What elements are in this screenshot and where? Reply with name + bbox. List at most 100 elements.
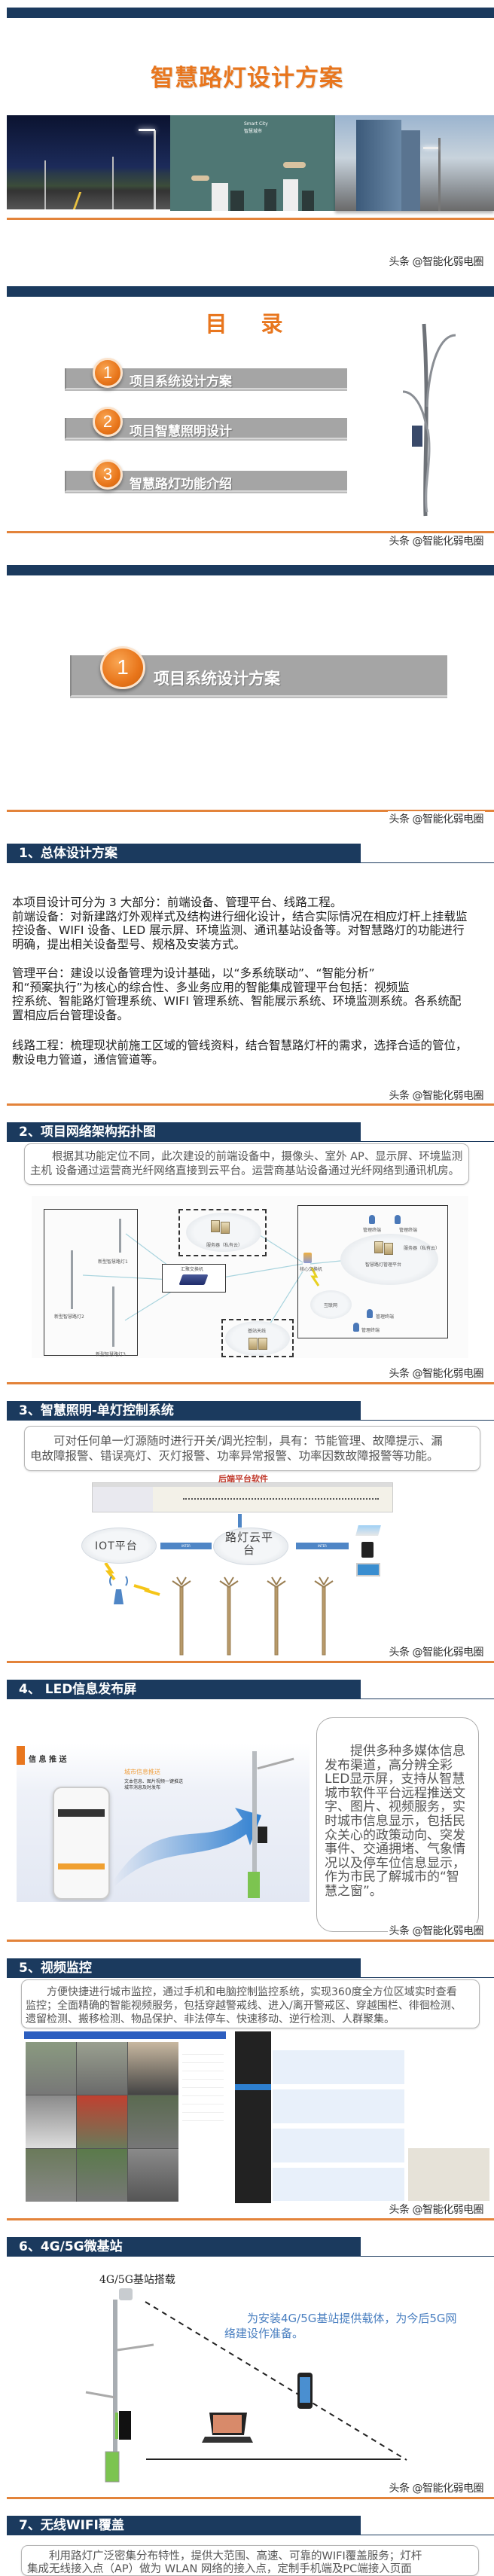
top-band [7,286,494,297]
orange-divider [7,2218,494,2220]
text-line: 发布渠道，高分辨全彩 [325,1757,453,1773]
management-center-box [297,1205,448,1338]
section-header: 5、视频监控 [7,1958,361,1978]
toc-item-3-label[interactable]: 智慧路灯功能介绍 [130,477,232,492]
backend-software-screenshot [92,1482,393,1512]
text-line: 作为市民了解城市的“智 [325,1869,459,1885]
text-line: 遗留检测、搬移检测、物品保护、非法停车、快速移动、逆行检测、人群聚集。 [26,2013,395,2025]
description-text: 可对任何单一灯源随时进行开关/调光控制，具有：节能管理、故障提示、漏 电故障报警… [30,1433,476,1463]
night-street-photo [7,115,170,209]
wireless-tower-icon [104,1563,160,1604]
text-line: 众关心的政策动向、突发 [325,1827,465,1843]
inter-arrow: INTER [296,1543,349,1549]
text-line: 主机 设备通过运营商光纤网络直接到云平台。运营商基站设备通过光纤网络到通讯机房。 [30,1165,460,1177]
push-desc-2: 城市消息及时发布 [124,1785,161,1790]
header-rule [361,862,494,863]
text-line: 事件、交通拥堵、气象情 [325,1842,465,1857]
header-rule [361,2256,494,2257]
street-lamps-illustration [172,1576,334,1656]
text-line: 络建设作准备。 [224,2327,304,2340]
user-icon [367,1309,373,1318]
watermark: 头条 @智能化弱电圈 [387,1923,485,1938]
description-box [24,1426,480,1471]
text-line: 集成无线接入点（AP）做为 WLAN 网络的接入点，定制手机端及PC端接入页面 [27,2563,412,2575]
toc-item-2-label[interactable]: 项目智慧照明设计 [130,424,232,439]
text-line: 线路工程：梳理现状前施工区域的管线资料，结合智慧路灯杆的需求，选择合适的管位， [12,1039,468,1052]
core-switch-label: 核心交换机 [300,1267,323,1272]
text-line: 敷设电力管道，通信管道等。 [12,1052,164,1067]
station-description: 为安装4G/5G基站提供载体，为今后5G网 络建设作准备。 [224,2311,473,2341]
toc-number-1: 1 [93,358,123,388]
top-band [7,565,494,575]
header-rule [361,1420,494,1421]
user-icon [395,1215,401,1224]
text-line: 监控；全面精确的智能视频服务，包括穿越警戒线、进入/离开警戒区、穿越围栏、徘徊检… [26,2000,462,2012]
watermark: 头条 @智能化弱电圈 [387,2480,485,2495]
switch-icon [178,1274,209,1285]
push-arrow [114,1808,261,1887]
section-header: 3、智慧照明-单灯控制系统 [7,1401,361,1421]
private-cloud-box [178,1209,267,1256]
lamp-cloud-label: 路灯云平台 [224,1531,273,1557]
terminal-label: 管理终端 [376,1314,395,1320]
text-line: 可对任何单一灯源随时进行开关/调光控制，具有：节能管理、故障提示、漏 [30,1434,443,1448]
iot-cloud [81,1528,157,1564]
smart-pole-illustration [402,323,456,517]
overview-paragraph-3: 线路工程：梳理现状前施工区域的管线资料，结合智慧路灯杆的需求，选择合适的管位， … [12,1039,486,1067]
header-rule [361,1977,494,1978]
agg-switch-label: 汇聚交换机 [181,1267,204,1272]
vertical-arrow-icon [238,1514,242,1528]
text-line: 提供多种多媒体信息 [325,1744,465,1759]
laptop-icon [355,1525,381,1536]
smart-city-cn-label: 智慧城市 [244,129,263,134]
lamp2-label: 新型智慧路灯2 [54,1314,84,1320]
description-text: 方便快捷进行城市监控，通过手机和电脑控制监控系统，实现360度全方位区域实时查看… [26,1985,476,2026]
lamp-group-box [44,1209,138,1356]
text-line: 为安装4G/5G基站提供载体，为今后5G网 [224,2312,457,2325]
orange-divider [7,218,494,220]
user-icon [353,1323,359,1332]
platform-label: 智慧路灯管理平台 [365,1262,402,1268]
station-label: 4G/5G基站搭载 [99,2274,175,2286]
section-divider-label: 项目系统设计方案 [154,670,280,688]
phone-mockup [53,1787,110,1900]
led-screen [258,1827,267,1843]
description-box [21,1979,480,2028]
tablet-icon [361,1542,374,1558]
server-label: 服务器（私有云） [404,1246,441,1251]
top-band [7,8,494,18]
face-recognition-screenshot [235,2031,489,2203]
description-text: 利用路灯广泛密集分布特性，提供大范围、高速、可靠的WIFI覆盖服务；灯杆 集成无… [27,2550,474,2576]
lamp3-label: 新型智慧路灯3 [96,1352,126,1357]
orange-divider [7,1382,494,1384]
overview-paragraph-2: 管理平台：建设以设备管理为设计基础，以“多系统联动”、“智能分析” 和“预案执行… [12,966,486,1022]
text-line: 慧之窗”。 [325,1883,383,1899]
orange-divider [7,1103,494,1106]
lamp-cloud [213,1528,288,1565]
watermark: 头条 @智能化弱电圈 [387,533,485,548]
video-wall-screenshot [24,2031,226,2203]
text-line: 字、图片、视频服务，实 [325,1799,465,1815]
watermark: 头条 @智能化弱电圈 [387,811,485,826]
user-icon [369,1215,375,1224]
description-box [21,2545,479,2576]
info-push-title: 信 息 推 送 [29,1756,67,1764]
section-number: 1 [100,646,145,689]
section-header: 7、无线WIFI覆盖 [7,2516,361,2535]
text-line: 本项目设计可分为 3 大部分：前端设备、管理平台、线路工程。 [12,896,343,909]
orange-divider [7,1940,494,1942]
base-station-label: 基站天线 [248,1329,267,1334]
city-push-label: 城市信息推送 [124,1769,160,1775]
toc-number-3: 3 [93,459,123,490]
text-line: 和“预案执行”为核心的综合性、多业务应用的智能集成管理平台包括：视频监 [12,980,410,994]
watermark: 头条 @智能化弱电圈 [387,1644,485,1659]
terminal-label: 管理终端 [399,1228,418,1233]
text-line: 控设备、WIFI 设备、LED 展示屏、环境监测、通讯基站设备等。对智慧路灯的功… [12,923,465,937]
info-push-illustration: 信 息 推 送 城市信息推送 文本信息、图片视频一键推送 城市消息及时发布 [17,1744,310,1902]
toc-item-1-label[interactable]: 项目系统设计方案 [130,374,232,389]
text-line: 电故障报警、错误亮灯、灭灯报警、功率异常报警、功率因数故障报警等功能。 [30,1449,439,1463]
section-header: 4、 LED信息发布屏 [7,1680,361,1699]
orange-divider [7,531,494,533]
section-header: 1、总体设计方案 [7,844,361,863]
description-text: 根据其功能定位不同，此次建设的前端设备中，摄像头、室外 AP、显示屏、环境监测 … [30,1150,465,1179]
